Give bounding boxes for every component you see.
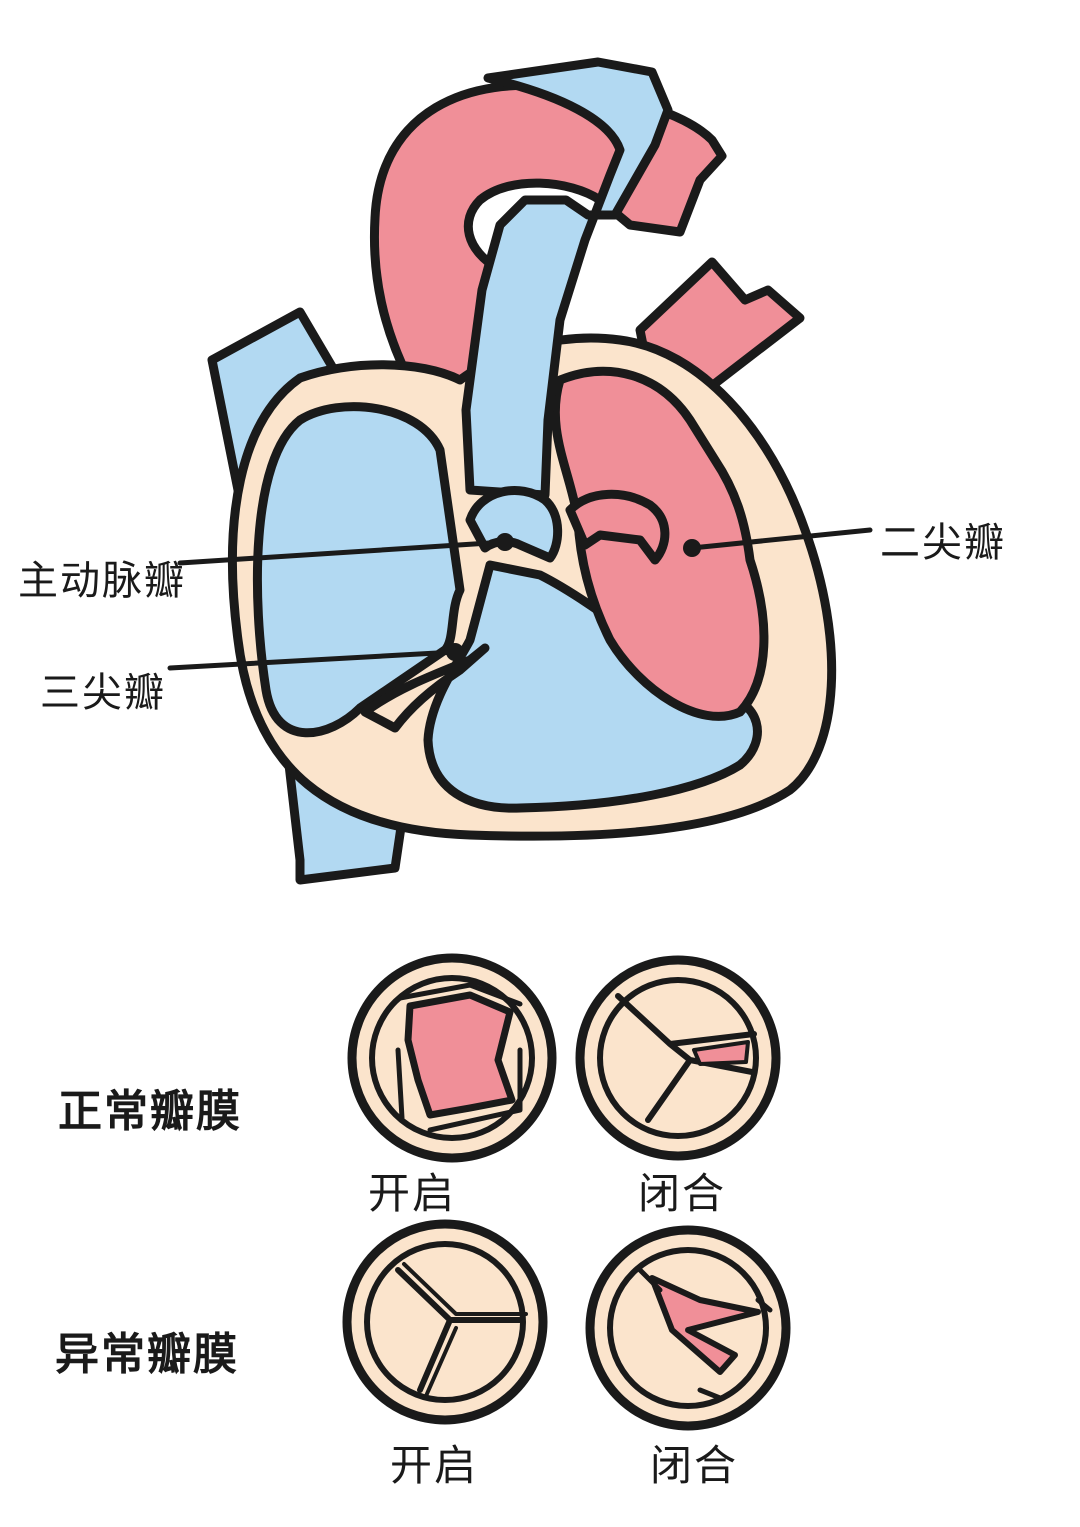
- tricuspid-valve-leaflet: [360, 643, 490, 733]
- tricuspid-leader-dot: [446, 643, 464, 661]
- aortic-valve-label: 主动脉瓣: [18, 558, 186, 604]
- tricuspid-leader-line: [167, 649, 458, 671]
- mitral-leader-dot: [683, 539, 701, 557]
- pulmonary-trunk: [461, 57, 673, 500]
- abnormal-open-label: 开启: [390, 1441, 479, 1490]
- mitral-valve-label: 二尖瓣: [880, 520, 1006, 566]
- normal-closed-label: 闭合: [638, 1169, 727, 1218]
- mitral-leader-line: [689, 527, 873, 551]
- abnormal-valve-closed: [585, 1225, 791, 1431]
- right-atrium: [252, 402, 465, 738]
- normal-valve-row-label: 正常瓣膜: [58, 1086, 242, 1137]
- normal-valve-closed: [575, 955, 781, 1161]
- normal-open-label: 开启: [368, 1169, 457, 1218]
- aortic-leader-line: [177, 539, 508, 566]
- normal-valve-open: [347, 953, 557, 1163]
- tricuspid-valve-label: 三尖瓣: [40, 670, 166, 716]
- abnormal-closed-label: 闭合: [650, 1441, 739, 1490]
- abnormal-valve-row-label: 异常瓣膜: [55, 1329, 239, 1380]
- aortic-leader-dot: [496, 533, 514, 551]
- mitral-valve-leaflets: [565, 489, 670, 565]
- abnormal-valve-open: [342, 1219, 548, 1425]
